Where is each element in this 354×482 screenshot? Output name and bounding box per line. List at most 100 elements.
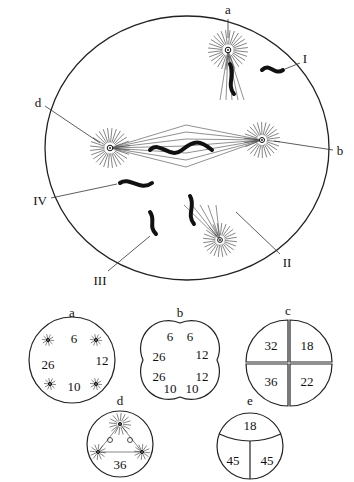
aster-ray xyxy=(92,336,95,339)
aster-ray xyxy=(221,31,226,45)
aster-ray xyxy=(142,444,144,450)
spindle-fibre xyxy=(110,146,186,148)
cell-count: 32 xyxy=(265,339,278,352)
aster-ray xyxy=(116,149,130,150)
aster-ray xyxy=(143,446,146,451)
centrosome xyxy=(94,382,97,385)
aster-ray xyxy=(50,340,54,341)
chromosome xyxy=(120,181,152,186)
aster-ray xyxy=(93,454,96,459)
aster-ray xyxy=(103,129,108,143)
spindle-fibre xyxy=(98,452,142,453)
leader-line xyxy=(285,63,300,69)
cell-count: 6 xyxy=(187,330,194,343)
aster-ray xyxy=(115,150,129,155)
aster-ray xyxy=(91,453,96,455)
cell-count: 10 xyxy=(68,380,81,393)
centriole xyxy=(261,139,263,141)
aster-ray xyxy=(253,124,259,135)
leader-line xyxy=(51,184,117,198)
cell-count: 26 xyxy=(153,350,166,363)
aster-ray xyxy=(90,451,96,453)
part-label: IV xyxy=(33,194,47,207)
cell-figure: 22 xyxy=(290,364,334,408)
spindle-fibre xyxy=(120,424,142,452)
aster-ray xyxy=(135,453,140,455)
cell-count: 18 xyxy=(301,339,314,352)
aster-ray xyxy=(117,413,119,421)
aster-ray xyxy=(96,386,98,390)
spindle-fibre xyxy=(186,139,262,140)
aster-ray xyxy=(104,153,109,167)
aster-ray xyxy=(204,234,215,238)
aster xyxy=(90,378,102,390)
aster-ray xyxy=(225,240,237,241)
aster-ray xyxy=(94,386,96,390)
aster-ray xyxy=(100,449,105,451)
aster-ray xyxy=(267,133,279,138)
cell-figure: 45 xyxy=(216,440,250,478)
aster xyxy=(42,334,54,346)
aster-ray xyxy=(262,145,263,158)
leader-line xyxy=(45,106,100,143)
aster-ray xyxy=(109,425,117,427)
cell-figure: e184545 xyxy=(205,394,295,482)
figure-letter: b xyxy=(177,306,184,319)
spindle-fibre xyxy=(216,205,220,240)
part-label: b xyxy=(337,144,344,157)
figure-letter: e xyxy=(247,394,253,407)
aster-ray xyxy=(97,454,99,460)
centrosome xyxy=(96,450,99,453)
cell-count: 36 xyxy=(114,458,127,471)
cell-count: 12 xyxy=(96,354,109,367)
cell-outline xyxy=(217,413,283,479)
spindle-fibre xyxy=(110,125,186,148)
leader-line xyxy=(108,236,150,271)
aster-ray xyxy=(46,342,48,346)
vesicle xyxy=(128,438,133,443)
aster-ray xyxy=(52,384,56,385)
cell-count: 6 xyxy=(71,332,78,345)
aster xyxy=(90,334,102,346)
aster-ray xyxy=(90,339,94,340)
aster-ray xyxy=(224,229,233,237)
aster-ray xyxy=(244,138,257,139)
aster-ray xyxy=(244,141,257,143)
aster-ray xyxy=(109,422,117,424)
aster-ray xyxy=(108,128,110,142)
centriole xyxy=(109,147,111,149)
aster-ray xyxy=(205,242,216,247)
cell-quadrant xyxy=(246,320,288,362)
figure-letter: a xyxy=(69,306,75,319)
aster-ray xyxy=(112,153,117,167)
spindle-fibre xyxy=(98,424,120,452)
aster-ray xyxy=(92,380,95,383)
aster-ray xyxy=(263,145,266,158)
centrosome xyxy=(140,450,143,453)
aster-ray xyxy=(51,379,53,383)
asters xyxy=(90,30,280,257)
cell-outline xyxy=(87,411,153,477)
centrosome xyxy=(225,47,231,53)
cell-figure: 45 xyxy=(250,440,284,478)
aster-ray xyxy=(208,48,222,49)
centriole xyxy=(97,451,99,453)
aster-ray xyxy=(96,342,98,346)
spindle-fibre xyxy=(228,50,238,100)
leader-line xyxy=(228,19,229,38)
aster-ray xyxy=(97,337,101,339)
spindle-fibre xyxy=(192,205,220,240)
figure-letter: c xyxy=(285,304,291,317)
chromosomes xyxy=(120,64,283,234)
aster-ray xyxy=(112,129,117,143)
cell-figure: 32 xyxy=(244,318,288,362)
centrosome xyxy=(118,422,121,425)
aster-ray xyxy=(97,335,99,339)
aster-ray xyxy=(98,340,102,341)
aster-ray xyxy=(233,43,247,48)
aster-ray xyxy=(120,413,122,421)
aster-ray xyxy=(230,31,235,45)
aster-ray xyxy=(118,427,120,435)
aster-ray xyxy=(111,128,112,142)
aster-ray xyxy=(224,242,235,246)
